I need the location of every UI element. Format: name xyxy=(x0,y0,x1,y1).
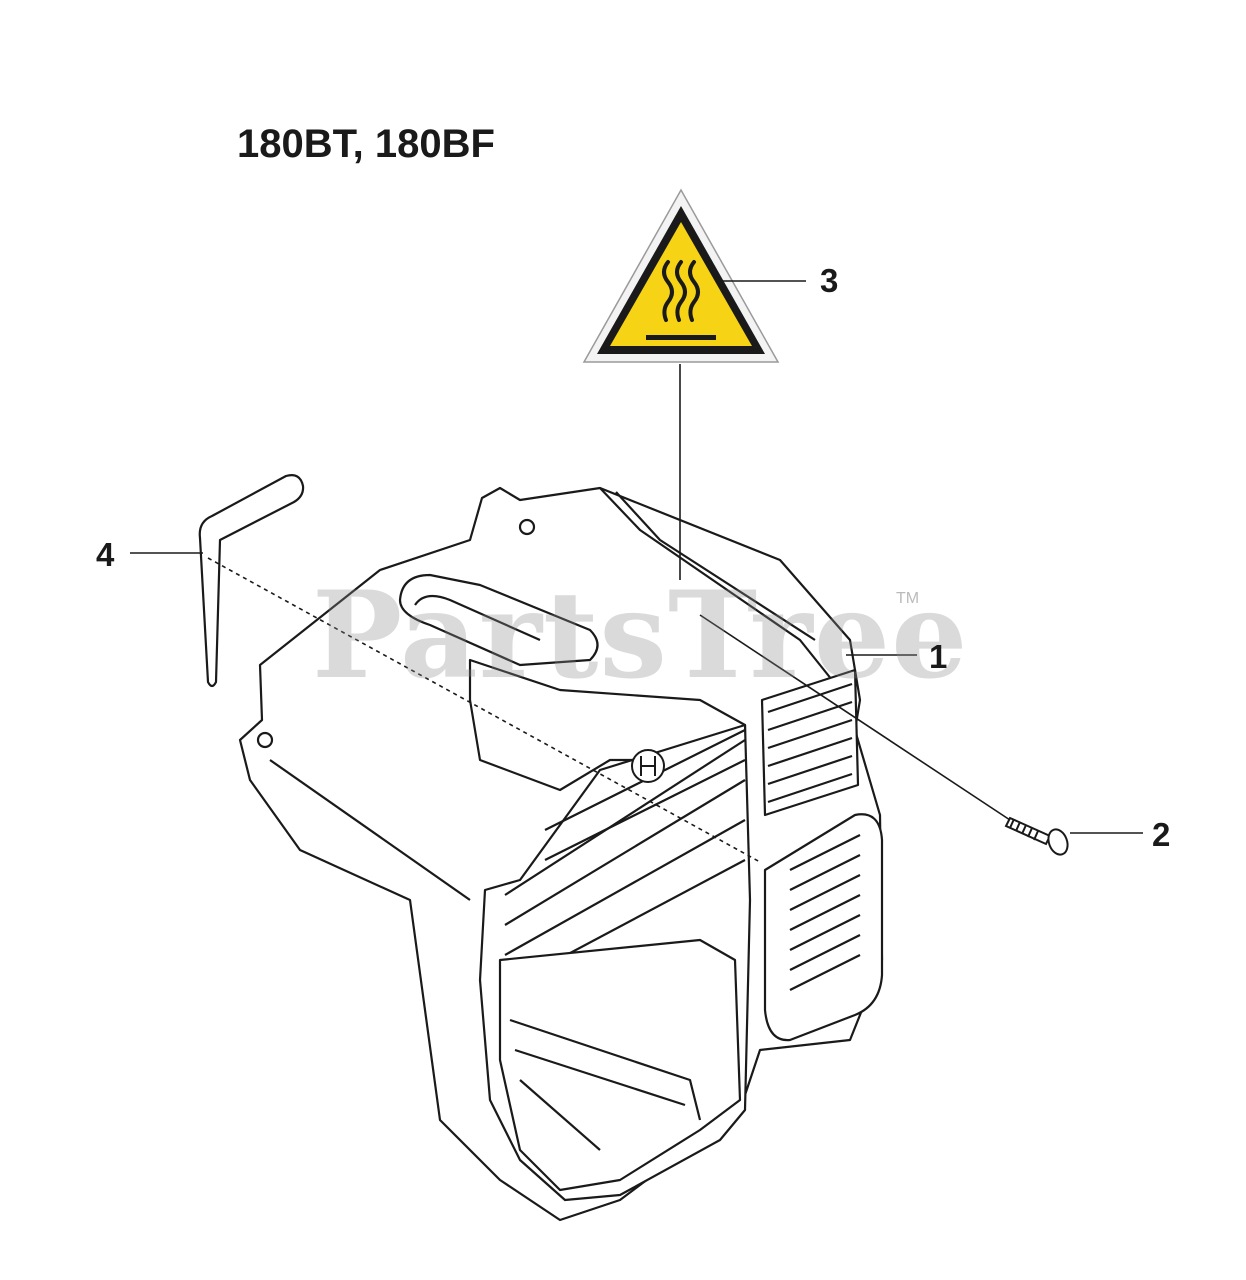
husqvarna-logo-icon xyxy=(631,749,665,783)
callout-2[interactable]: 2 xyxy=(1152,816,1171,853)
page-title: 180BT, 180BF xyxy=(237,122,495,166)
cylinder-cover-part xyxy=(238,486,884,1222)
leader-line-4-hidden xyxy=(207,557,761,863)
callout-3[interactable]: 3 xyxy=(820,262,839,299)
watermark-trademark: TM xyxy=(896,590,920,607)
hot-surface-warning-icon xyxy=(582,188,780,363)
leader-lines xyxy=(130,280,1143,863)
callout-4[interactable]: 4 xyxy=(96,536,115,573)
callout-1[interactable]: 1 xyxy=(929,638,948,675)
screw-part xyxy=(1004,816,1069,856)
leader-line-2-diagonal xyxy=(699,614,1011,821)
watermark: PartsTree xyxy=(312,565,969,706)
hex-key-part xyxy=(198,474,305,688)
